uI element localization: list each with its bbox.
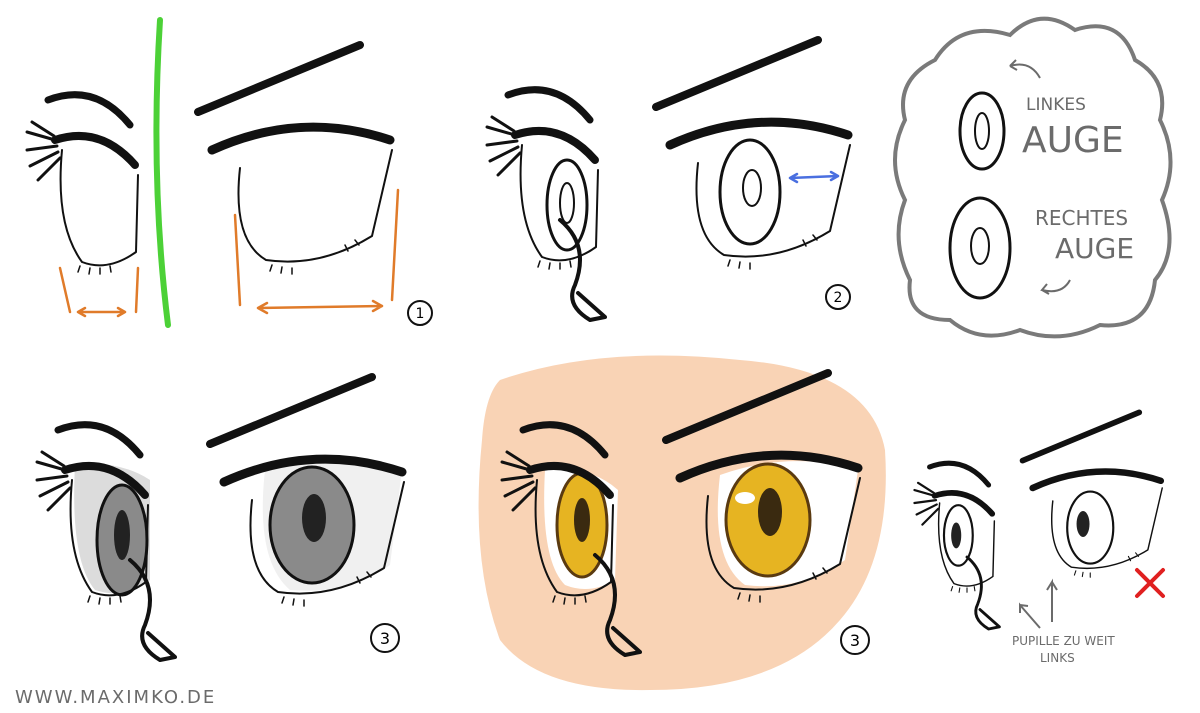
left-eye-iris-shape — [958, 91, 1006, 171]
step-number-badge — [370, 623, 400, 653]
right-pupil — [302, 494, 326, 542]
step-number: 3 — [380, 629, 390, 648]
right-iris — [718, 138, 782, 246]
note-cloud: LINKES AUGE RECHTES AUGE — [893, 16, 1173, 339]
offset-arrow — [788, 170, 840, 184]
left-eye-label-1: LINKES — [1026, 95, 1086, 115]
center-guide-line — [153, 17, 171, 328]
mistake-note-line-1: PUPILLE ZU WEIT — [1012, 634, 1115, 648]
step-number: 1 — [416, 306, 425, 322]
right-eye-sketch — [198, 45, 392, 274]
watermark: WWW.MAXIMKO.DE — [15, 687, 216, 708]
step-number-badge — [825, 284, 851, 310]
left-pupil — [559, 182, 575, 224]
right-eye-iris-shape — [948, 196, 1012, 300]
panel-wrong-example: PUPILLE ZU WEIT LINKS — [914, 412, 1163, 665]
skin-background — [478, 355, 886, 691]
left-eye-pupil-shape — [974, 112, 990, 150]
left-pupil — [574, 498, 590, 542]
step-number: 3 — [850, 631, 860, 650]
right-eye-label-1: RECHTES — [1035, 206, 1128, 230]
step-number-badge — [840, 625, 870, 655]
right-eye-pupil-shape — [970, 227, 990, 265]
right-eye-sketch — [656, 40, 850, 269]
left-eye-sketch — [27, 95, 138, 274]
arrow-up-icon — [1009, 59, 1041, 79]
right-eye-label-2: AUGE — [1055, 232, 1134, 265]
mistake-note-line-2: LINKS — [1040, 651, 1075, 665]
highlight — [735, 492, 755, 504]
panel-step-2: 2 — [487, 40, 851, 322]
right-pupil — [758, 488, 782, 536]
wrong-cross-icon — [1135, 568, 1165, 598]
step-number: 2 — [834, 290, 843, 306]
nose-line — [965, 555, 1001, 631]
step-number-badge — [407, 300, 433, 326]
right-pupil — [742, 169, 762, 207]
panel-step-3-gray: 3 — [37, 377, 404, 662]
width-measure-arrows — [58, 188, 400, 318]
left-pupil — [114, 510, 130, 560]
arrow-icon — [1019, 578, 1058, 629]
left-eye-sketch — [487, 90, 598, 269]
right-eye-sketch — [1023, 412, 1163, 577]
left-eye-label-2: AUGE — [1022, 120, 1124, 161]
panel-step-1: 1 — [27, 17, 433, 328]
panel-step-3-color: 3 — [478, 355, 886, 691]
arrow-down-icon — [1040, 279, 1071, 295]
left-iris — [545, 158, 589, 252]
